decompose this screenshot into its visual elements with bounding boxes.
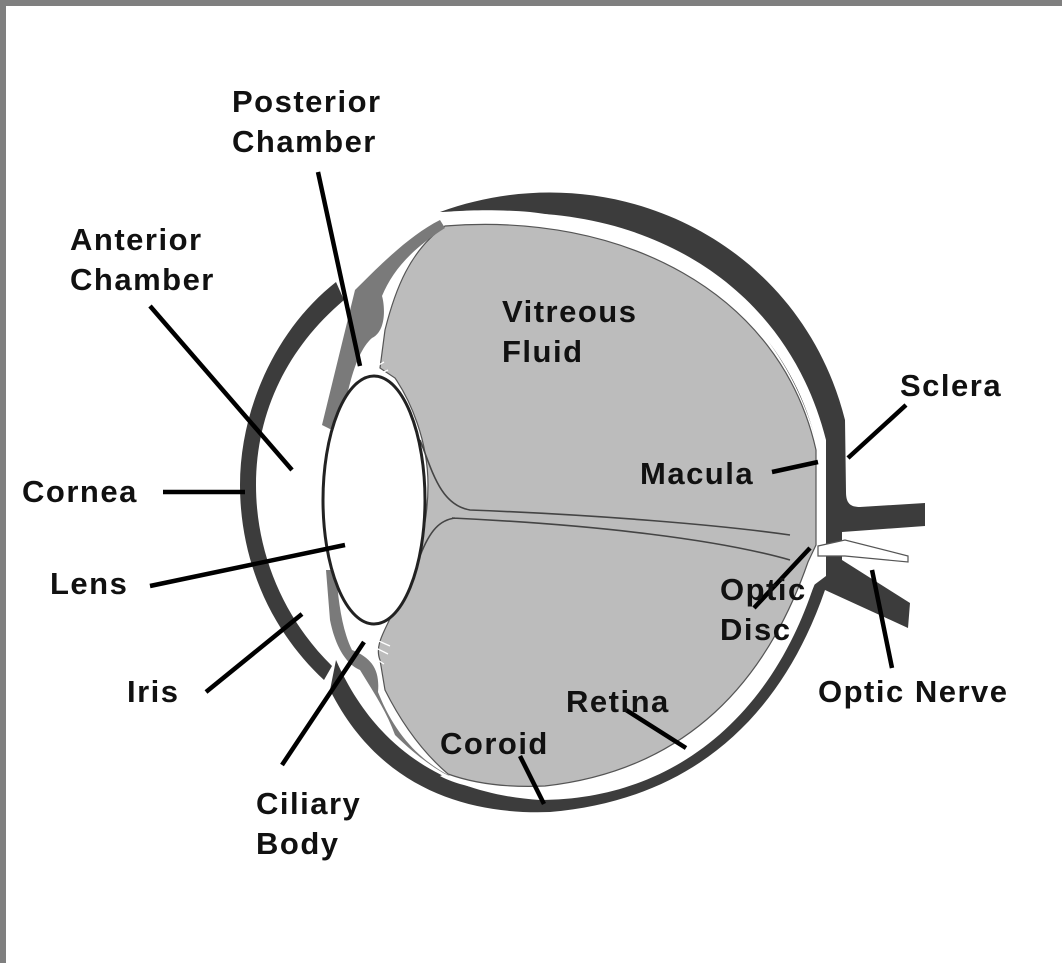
pointer-lens [150, 545, 345, 586]
pointer-iris [206, 614, 302, 692]
pointer-sclera [848, 405, 906, 458]
label-posterior-chamber-line1: Posterior [232, 84, 382, 119]
label-ciliary-body-line2: Body [256, 826, 340, 861]
lens [323, 376, 425, 624]
label-sclera: Sclera [900, 368, 1002, 403]
label-retina: Retina [566, 684, 670, 719]
pointer-posterior-chamber [318, 172, 360, 366]
label-ciliary-body: Ciliary Body [256, 786, 371, 861]
label-vitreous-fluid-line2: Fluid [502, 334, 584, 369]
label-optic-nerve: Optic Nerve [818, 674, 1009, 709]
label-coroid: Coroid [440, 726, 549, 761]
label-ciliary-body-line1: Ciliary [256, 786, 361, 821]
label-iris: Iris [127, 674, 180, 709]
label-optic-disc-line1: Optic [720, 572, 807, 607]
label-posterior-chamber-line2: Chamber [232, 124, 377, 159]
label-cornea: Cornea [22, 474, 138, 509]
label-optic-disc-line2: Disc [720, 612, 791, 647]
label-anterior-chamber-line2: Chamber [70, 262, 215, 297]
label-posterior-chamber: Posterior Chamber [232, 84, 392, 159]
label-anterior-chamber-line1: Anterior [70, 222, 203, 257]
label-anterior-chamber: Anterior Chamber [70, 222, 215, 297]
label-lens: Lens [50, 566, 128, 601]
label-macula: Macula [640, 456, 754, 491]
label-vitreous-fluid-line1: Vitreous [502, 294, 637, 329]
